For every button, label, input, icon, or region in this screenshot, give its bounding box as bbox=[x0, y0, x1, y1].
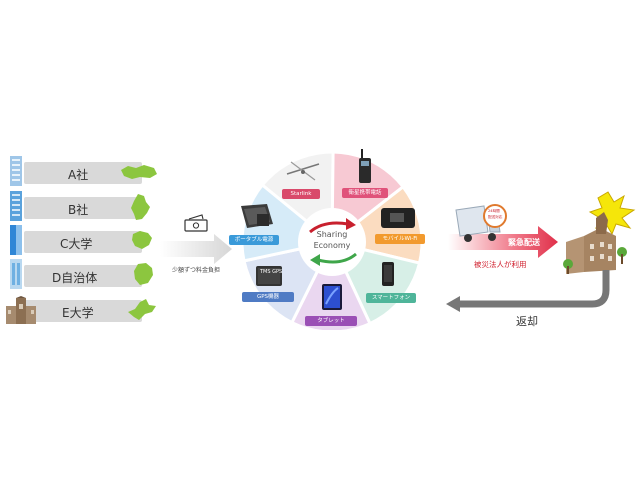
delivery-label: 緊急配送 bbox=[508, 238, 540, 247]
smartphone-icon bbox=[382, 262, 394, 286]
org-bar-d bbox=[24, 265, 142, 287]
wheel-label-tablet: タブレット bbox=[305, 316, 357, 326]
prefecture-map-icon bbox=[132, 231, 152, 249]
org-label-e: E大学 bbox=[62, 306, 94, 320]
org-label-b: B社 bbox=[68, 203, 89, 217]
mobile-wifi-router-icon bbox=[381, 208, 415, 228]
wheel-label-mobile-wifi: モバイルWi-Fi bbox=[375, 234, 425, 244]
tablet-icon bbox=[322, 284, 342, 310]
fee-arrow bbox=[160, 234, 232, 264]
center-text-sharing: Sharing bbox=[316, 230, 348, 239]
wheel-label-portable-power: ポータブル電源 bbox=[229, 235, 279, 245]
wheel-label-smartphone: スマートフォン bbox=[366, 293, 416, 303]
office-building-icon bbox=[10, 259, 22, 289]
office-building-icon bbox=[10, 191, 22, 221]
24h-support-badge bbox=[483, 204, 507, 228]
prefecture-map-icon bbox=[131, 194, 150, 220]
return-arrow bbox=[446, 270, 610, 312]
org-label-c: C大学 bbox=[60, 237, 93, 251]
satellite-dish-icon bbox=[286, 161, 320, 181]
office-building-icon bbox=[10, 225, 22, 255]
gps-device-screen-text: TMS GPS bbox=[260, 269, 283, 275]
user-label: 被災法人が利用 bbox=[474, 260, 527, 269]
damaged-building-icon bbox=[563, 191, 636, 274]
org-bar-a bbox=[24, 162, 142, 184]
badge-text-delivery: 配送対応 bbox=[488, 215, 503, 219]
wheel-label-gps: GPS機器 bbox=[242, 292, 294, 302]
center-text-economy: Economy bbox=[313, 241, 351, 250]
return-label: 返却 bbox=[516, 315, 538, 328]
delivery-truck-icon bbox=[455, 205, 501, 242]
org-label-d: D自治体 bbox=[52, 271, 98, 285]
org-bar-b bbox=[24, 197, 142, 219]
prefecture-map-icon bbox=[134, 263, 153, 285]
gps-device-icon bbox=[256, 266, 282, 286]
org-label-a: A社 bbox=[68, 168, 89, 182]
cycle-arrows-icon bbox=[309, 218, 357, 266]
office-building-icon bbox=[10, 156, 22, 186]
org-bar-e bbox=[24, 300, 142, 322]
satellite-phone-icon bbox=[359, 149, 371, 183]
wheel-label-satellite-phone: 衛星携帯電話 bbox=[342, 188, 388, 198]
university-building-icon bbox=[6, 296, 36, 324]
org-bar-c bbox=[24, 231, 142, 253]
money-icon bbox=[184, 214, 208, 232]
prefecture-map-icon bbox=[121, 165, 157, 179]
prefecture-map-icon bbox=[128, 299, 156, 320]
badge-text-24h: 24時間 bbox=[488, 209, 500, 213]
fee-label: 少額ずつ料金負担 bbox=[172, 267, 221, 274]
portable-power-icon bbox=[241, 204, 273, 228]
wheel-label-starlink: Starlink bbox=[282, 189, 320, 199]
